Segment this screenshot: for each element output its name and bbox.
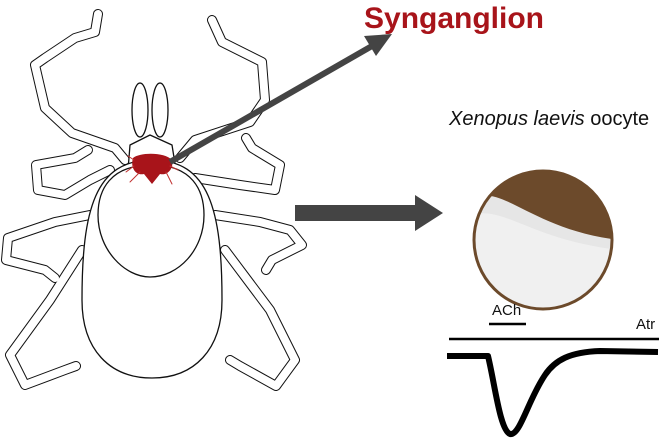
tick-body bbox=[81, 82, 223, 379]
atr-label: Atr bbox=[636, 316, 656, 333]
oocyte-label: Xenopus laevis oocyte bbox=[449, 108, 649, 131]
current-trace bbox=[447, 322, 659, 437]
ach-label: ACh bbox=[492, 302, 522, 319]
oocyte-word: oocyte bbox=[584, 108, 650, 130]
arrow-to-synganglion bbox=[168, 34, 392, 165]
oocyte bbox=[472, 169, 614, 311]
tick-illustration bbox=[1, 9, 307, 391]
trace-line bbox=[447, 348, 659, 437]
synganglion-mark bbox=[125, 153, 179, 185]
arrow-to-oocyte bbox=[295, 195, 443, 231]
synganglion-label: Synganglion bbox=[364, 2, 544, 35]
species-name: Xenopus laevis bbox=[449, 108, 585, 130]
